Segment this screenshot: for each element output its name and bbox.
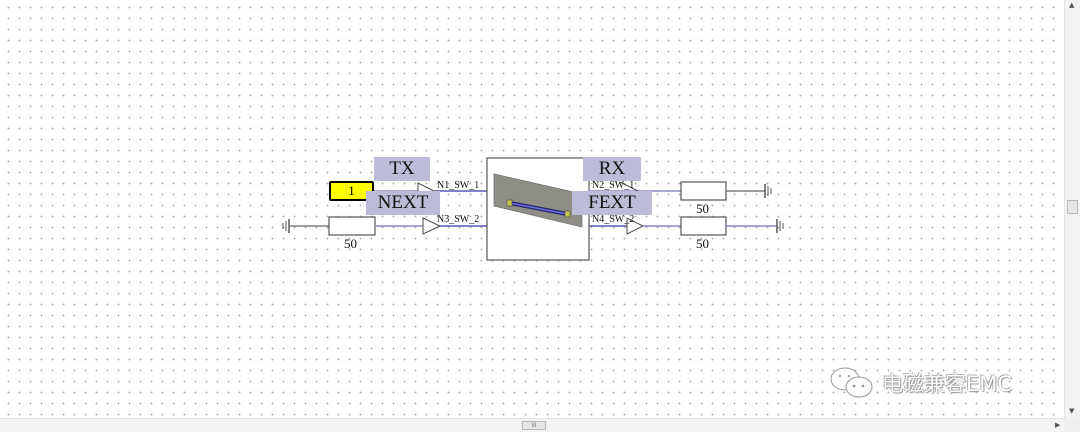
resistor-near[interactable]: [328, 216, 376, 236]
microstrip-trace: [509, 202, 568, 215]
ground-symbol-near: [282, 219, 290, 233]
horizontal-scroll-thumb[interactable]: III: [522, 421, 546, 430]
trace-pin: [564, 210, 571, 218]
vertical-scroll-thumb[interactable]: [1067, 200, 1078, 214]
port-1[interactable]: 1: [329, 181, 374, 201]
ground-symbol-far-2: [776, 219, 784, 233]
resistor-value-near: 50: [344, 236, 357, 251]
resistor-value-far-1: 50: [696, 201, 709, 216]
vertical-scrollbar[interactable]: ▲ ▼: [1064, 0, 1080, 418]
net-label-n4: N4_SW_2: [592, 214, 635, 225]
label-rx[interactable]: RX: [583, 157, 641, 181]
watermark-text: 电磁兼容EMC: [882, 372, 1013, 396]
schematic-wires: [282, 157, 784, 261]
horizontal-scrollbar[interactable]: III ▶: [0, 418, 1064, 432]
resize-grip[interactable]: [1064, 418, 1080, 432]
resistor-far-1[interactable]: [680, 181, 727, 201]
resistor-value-far-2: 50: [696, 236, 709, 251]
label-tx[interactable]: TX: [374, 157, 430, 181]
buffer-n4[interactable]: [626, 217, 645, 235]
scroll-up-arrow-icon[interactable]: ▲: [1069, 1, 1075, 9]
label-next[interactable]: NEXT: [366, 191, 440, 215]
net-label-n1: N1_SW_1: [437, 180, 480, 191]
scroll-right-arrow-icon[interactable]: ▶: [1055, 421, 1061, 429]
resistor-far-2[interactable]: [680, 216, 727, 236]
net-label-n3: N3_SW_2: [437, 214, 480, 225]
buffer-n3[interactable]: [422, 217, 442, 235]
label-fext[interactable]: FEXT: [572, 191, 652, 215]
trace-pin: [506, 199, 513, 207]
ground-symbol-far-1: [764, 184, 772, 198]
watermark: 电磁兼容EMC: [828, 366, 1012, 400]
buffer-n2[interactable]: [619, 181, 639, 192]
wechat-icon: [830, 367, 873, 398]
net-label-n2: N2_SW_1: [592, 180, 635, 191]
scroll-down-arrow-icon[interactable]: ▼: [1069, 407, 1075, 415]
